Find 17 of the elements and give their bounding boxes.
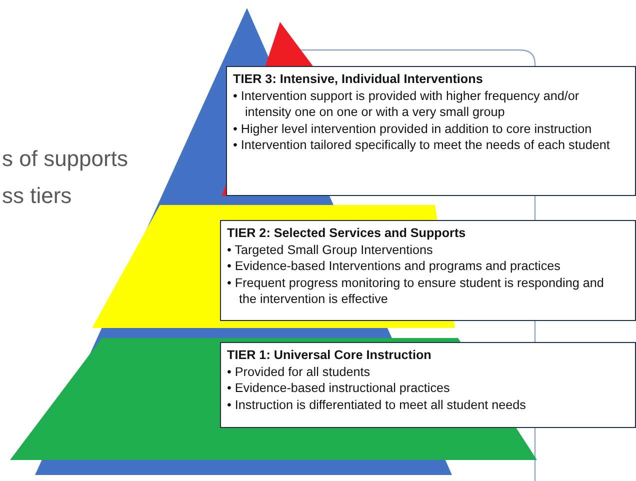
bullet-text: • Targeted Small Group Interventions [227, 242, 434, 258]
bullet-text: • Evidence-based Interventions and programs and practices [227, 258, 562, 274]
tier-text-box [220, 220, 636, 321]
tier-heading: TIER 1: Universal Core Instruction [227, 347, 432, 364]
bullet-text: • Intervention tailored specifically to meet the needs of each student [233, 137, 611, 154]
tier-text-box [226, 66, 636, 196]
slide-text: s of supports [2, 146, 128, 172]
bullet-text: • Intervention support is provided with higher frequency and/or intensity one on one or with a very small group [233, 88, 580, 120]
slide-text: ss tiers [2, 183, 72, 209]
tier-heading: TIER 2: Selected Services and Supports [227, 225, 467, 242]
tier-text-box [220, 342, 636, 428]
bullet-text: • Provided for all students [227, 364, 372, 380]
bullet-text: • Higher level intervention provided in addition to core instruction [233, 120, 593, 137]
bullet-text: • Frequent progress monitoring to ensure student is responding and the intervention is effective [227, 274, 605, 308]
tier-heading: TIER 3: Intensive, Individual Interventions [233, 71, 484, 88]
bullet-text: • Evidence-based instructional practices [227, 380, 451, 396]
bullet-text: • Instruction is differentiated to meet all student needs [227, 396, 527, 413]
